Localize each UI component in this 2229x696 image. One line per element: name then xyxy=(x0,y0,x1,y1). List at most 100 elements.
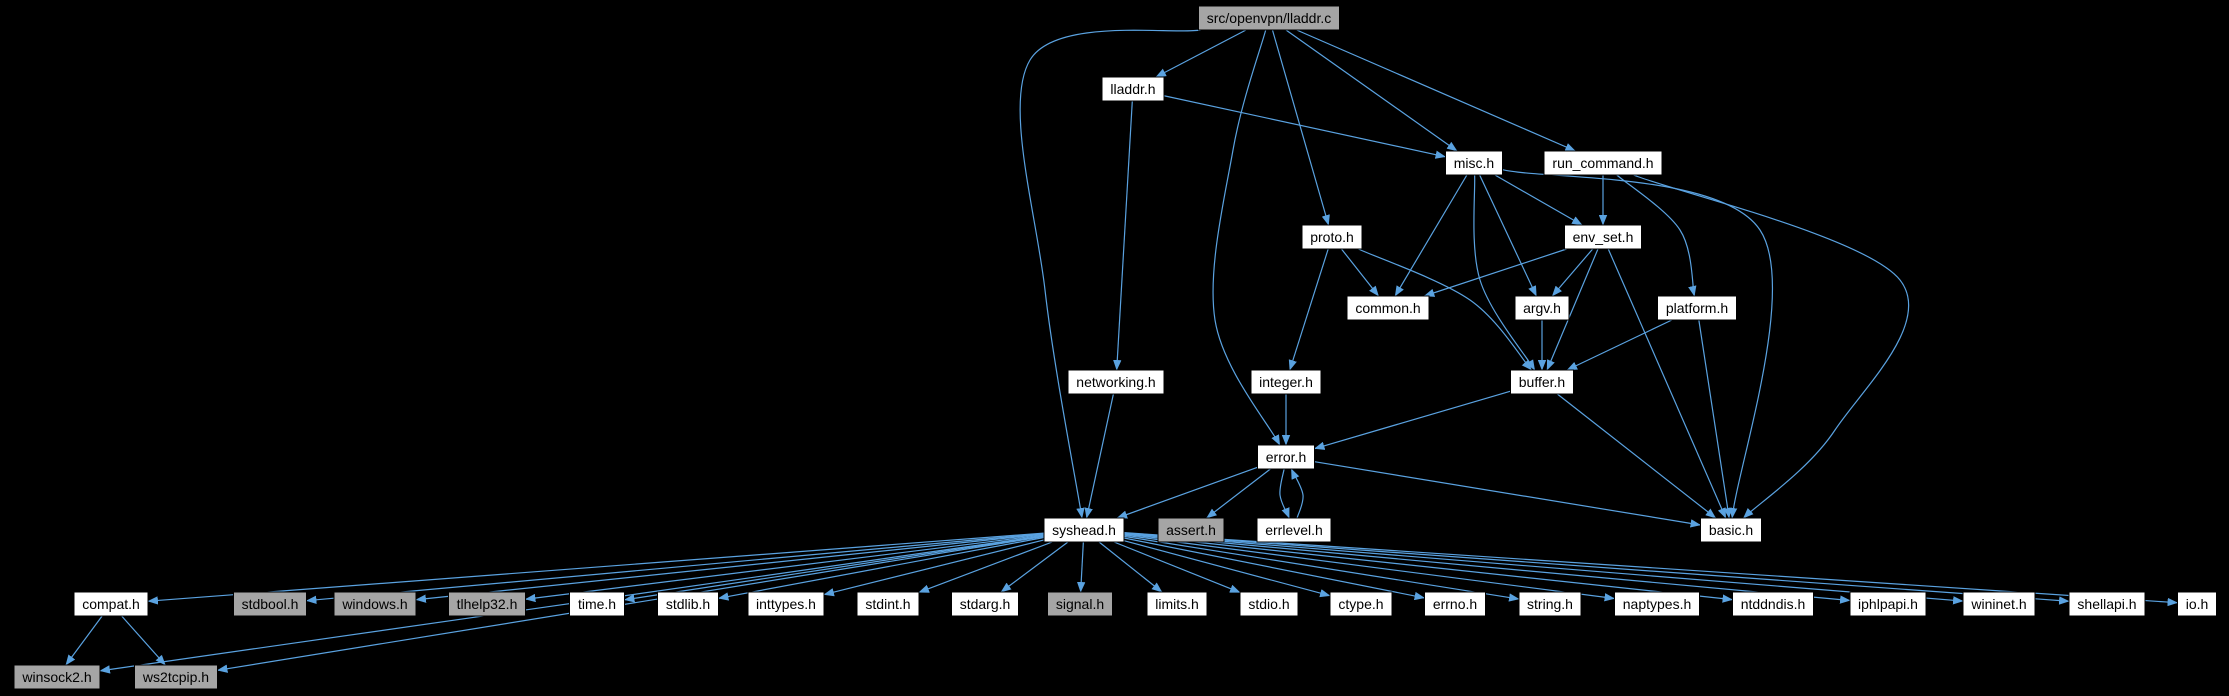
node-common-h[interactable]: common.h xyxy=(1346,295,1430,321)
node-argv-h[interactable]: argv.h xyxy=(1514,295,1570,321)
node-signal-h[interactable]: signal.h xyxy=(1047,591,1113,617)
node-stdint-h[interactable]: stdint.h xyxy=(856,591,920,617)
node-lladdr-h[interactable]: lladdr.h xyxy=(1101,76,1165,102)
edge-syshead-h--compat-h xyxy=(147,532,1045,605)
edge-platform-h--buffer-h xyxy=(1566,319,1673,371)
edge-syshead-h--naptypes-h xyxy=(1123,534,1616,602)
node-label: buffer.h xyxy=(1519,374,1565,390)
edge-syshead-h--shellapi-h xyxy=(1123,532,2070,605)
edge-syshead-h--io-h xyxy=(1123,532,2179,607)
node-errno-h[interactable]: errno.h xyxy=(1424,591,1486,617)
node-box xyxy=(1614,591,1700,617)
edge-syshead-h--stdarg-h xyxy=(1000,541,1069,593)
node-box xyxy=(1047,591,1113,617)
node-ctype-h[interactable]: ctype.h xyxy=(1329,591,1393,617)
node-box xyxy=(233,591,307,617)
node-proto-h[interactable]: proto.h xyxy=(1301,224,1363,250)
edge-lladdr-c--error-h xyxy=(1212,29,1281,446)
edge-lladdr-c--syshead-h xyxy=(1019,29,1201,519)
edge-networking-h--syshead-h xyxy=(1084,393,1114,519)
node-ntddndis-h[interactable]: ntddndis.h xyxy=(1732,591,1814,617)
node-naptypes-h[interactable]: naptypes.h xyxy=(1614,591,1700,617)
node-label: misc.h xyxy=(1454,155,1494,171)
node-box xyxy=(1346,295,1430,321)
node-stdarg-h[interactable]: stdarg.h xyxy=(951,591,1019,617)
node-platform-h[interactable]: platform.h xyxy=(1657,295,1737,321)
edge-misc-h--env-set-h xyxy=(1494,174,1583,226)
edge-syshead-h--tlhelp32-h xyxy=(524,534,1045,603)
node-limits-h[interactable]: limits.h xyxy=(1146,591,1208,617)
edge-error-h--assert-h xyxy=(1206,468,1271,519)
node-tlhelp32-h[interactable]: tlhelp32.h xyxy=(448,591,526,617)
node-stdio-h[interactable]: stdio.h xyxy=(1239,591,1299,617)
node-label: assert.h xyxy=(1166,522,1216,538)
node-box xyxy=(1543,150,1663,176)
node-label: stdint.h xyxy=(865,596,910,612)
node-shellapi-h[interactable]: shellapi.h xyxy=(2068,591,2146,617)
node-integer-h[interactable]: integer.h xyxy=(1250,369,1322,395)
node-box xyxy=(569,591,625,617)
node-time-h[interactable]: time.h xyxy=(569,591,625,617)
node-box xyxy=(1257,444,1315,470)
node-run-command-h[interactable]: run_command.h xyxy=(1543,150,1663,176)
edge-syshead-h--string-h xyxy=(1123,535,1520,602)
node-wininet-h[interactable]: wininet.h xyxy=(1962,591,2036,617)
node-label: errlevel.h xyxy=(1265,522,1323,538)
node-box xyxy=(1424,591,1486,617)
node-lladdr-c: src/openvpn/lladdr.c xyxy=(1198,5,1340,31)
node-label: basic.h xyxy=(1709,522,1753,538)
node-label: io.h xyxy=(2186,596,2209,612)
edge-misc-h--basic-h xyxy=(1502,169,1774,519)
node-box xyxy=(2068,591,2146,617)
node-box xyxy=(856,591,920,617)
node-syshead-h[interactable]: syshead.h xyxy=(1043,517,1125,543)
edge-error-h--syshead-h xyxy=(1116,466,1258,519)
node-stdbool-h[interactable]: stdbool.h xyxy=(233,591,307,617)
edge-lladdr-h--networking-h xyxy=(1113,100,1133,371)
edge-syshead-h--stdint-h xyxy=(918,541,1053,593)
node-env-set-h[interactable]: env_set.h xyxy=(1564,224,1642,250)
node-error-h[interactable]: error.h xyxy=(1257,444,1315,470)
nodes-layer: src/openvpn/lladdr.c lladdr.h misc.h run_co… xyxy=(13,5,2217,690)
node-string-h[interactable]: string.h xyxy=(1518,591,1582,617)
node-assert-h[interactable]: assert.h xyxy=(1157,517,1225,543)
node-label: naptypes.h xyxy=(1623,596,1692,612)
node-misc-h[interactable]: misc.h xyxy=(1445,150,1503,176)
edge-lladdr-c--misc-h xyxy=(1285,29,1458,152)
node-networking-h[interactable]: networking.h xyxy=(1067,369,1165,395)
node-ws2tcpip-h[interactable]: ws2tcpip.h xyxy=(134,664,218,690)
edge-run-command-h--basic-h xyxy=(1633,174,1910,519)
node-label: errno.h xyxy=(1433,596,1477,612)
node-windows-h[interactable]: windows.h xyxy=(333,591,417,617)
edge-syshead-h--wininet-h xyxy=(1123,532,1964,605)
node-box xyxy=(333,591,417,617)
node-box xyxy=(1445,150,1503,176)
node-inttypes-h[interactable]: inttypes.h xyxy=(747,591,825,617)
node-basic-h[interactable]: basic.h xyxy=(1700,517,1762,543)
node-stdlib-h[interactable]: stdlib.h xyxy=(657,591,719,617)
node-winsock2-h[interactable]: winsock2.h xyxy=(13,664,101,690)
edge-proto-h--integer-h xyxy=(1288,248,1329,371)
node-label: tlhelp32.h xyxy=(457,596,518,612)
node-buffer-h[interactable]: buffer.h xyxy=(1510,369,1574,395)
node-label: common.h xyxy=(1355,300,1420,316)
edge-env-set-h--common-h xyxy=(1423,248,1567,297)
node-box xyxy=(1256,517,1332,543)
node-label: networking.h xyxy=(1076,374,1155,390)
node-label: env_set.h xyxy=(1573,229,1634,245)
node-io-h[interactable]: io.h xyxy=(2177,591,2217,617)
edge-syshead-h--errno-h xyxy=(1123,537,1426,601)
edge-platform-h--basic-h xyxy=(1698,319,1732,519)
edge-compat-h--winsock2-h xyxy=(65,615,103,666)
node-errlevel-h[interactable]: errlevel.h xyxy=(1256,517,1332,543)
node-label: ctype.h xyxy=(1338,596,1383,612)
node-compat-h[interactable]: compat.h xyxy=(73,591,149,617)
node-iphlpapi-h[interactable]: iphlpapi.h xyxy=(1849,591,1927,617)
node-label: integer.h xyxy=(1259,374,1313,390)
edge-syshead-h--stdlib-h xyxy=(717,536,1045,601)
edge-run-command-h--platform-h xyxy=(1616,174,1697,297)
node-box xyxy=(1198,5,1340,31)
node-box xyxy=(1043,517,1125,543)
node-box xyxy=(747,591,825,617)
